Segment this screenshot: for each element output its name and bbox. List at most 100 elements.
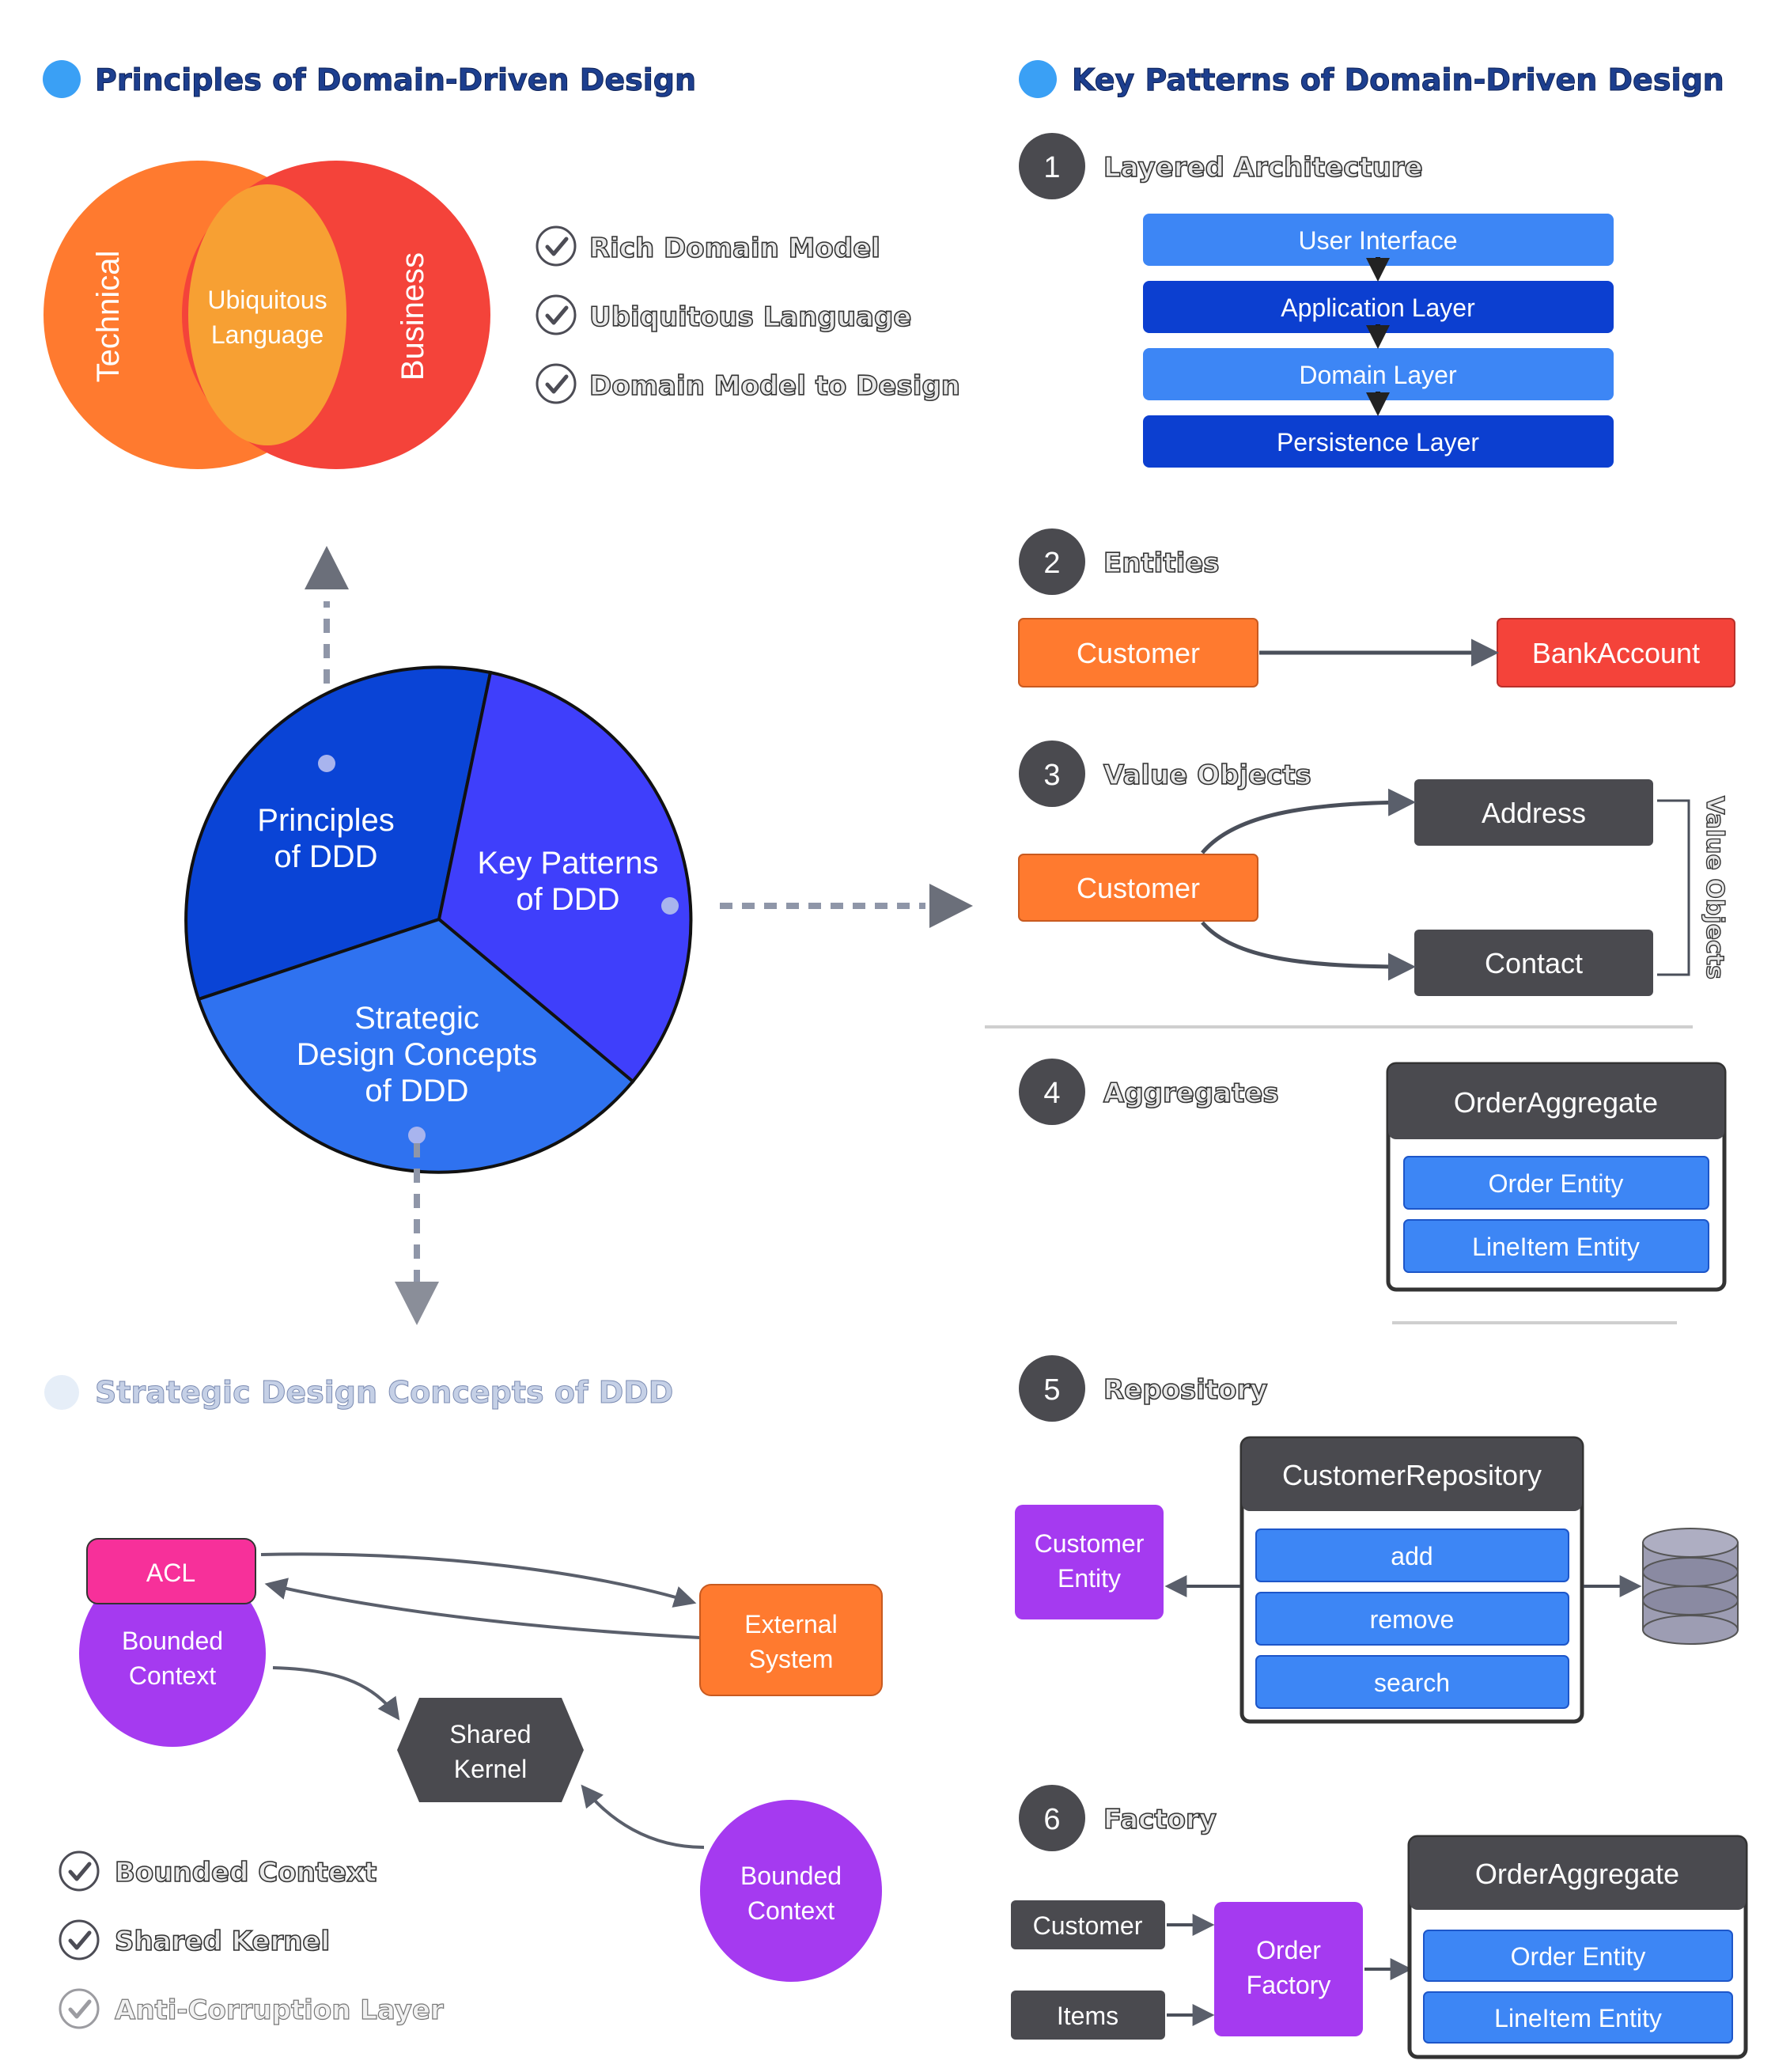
vo-contact-label: Contact [1485, 947, 1583, 979]
pattern-number-badge [1019, 1785, 1085, 1851]
repo-method [1255, 1655, 1569, 1709]
order-factory [1214, 1902, 1363, 2036]
check-icon [537, 365, 575, 403]
pattern-number-badge [1019, 1059, 1085, 1125]
repo-entity-label-2: Entity [1058, 1564, 1121, 1593]
vo-contact-arrow [1201, 921, 1416, 981]
repo-customer-entity [1015, 1505, 1164, 1619]
layer-user-interface [1143, 214, 1614, 266]
pie-label-strategic-2: Design Concepts [297, 1037, 538, 1072]
repo-method-label: add [1391, 1542, 1432, 1570]
aggregate-entity [1403, 1156, 1709, 1210]
factory-aggregate-entity-label: Order Entity [1511, 1942, 1646, 1971]
pattern-number: 4 [1043, 1077, 1060, 1110]
venn-technical-label: Technical [91, 251, 126, 383]
factory-input-label: Items [1057, 2002, 1118, 2030]
layer-label: Domain Layer [1299, 361, 1457, 389]
aggregate-root [1388, 1064, 1724, 1139]
factory-aggregate-root-label: OrderAggregate [1475, 1858, 1679, 1890]
pattern-label: Factory [1103, 1804, 1217, 1835]
acl-to-external-arrow [260, 1552, 697, 1608]
factory-input-items [1011, 1991, 1165, 2040]
repo-method [1255, 1592, 1569, 1646]
external-to-acl-arrow [264, 1578, 701, 1639]
strategic-item: Bounded Context [115, 1857, 377, 1888]
bc2-to-shared-arrow [581, 1784, 705, 1849]
database-icon [1642, 1528, 1739, 1645]
pie-label-patterns-1: Key Patterns [477, 846, 658, 881]
bc-to-shared-arrow [272, 1666, 400, 1721]
shared-kernel-node [397, 1698, 584, 1802]
vo-address-arrow [1201, 788, 1416, 854]
pattern-label: Value Objects [1103, 759, 1311, 791]
pattern-number-badge [1019, 528, 1085, 595]
layer-label: User Interface [1299, 226, 1458, 255]
check-icon [60, 1921, 98, 1959]
factory-aggregate-root [1410, 1837, 1746, 1910]
connector-dot [318, 755, 335, 772]
external-system-node [699, 1584, 883, 1696]
pattern-number: 1 [1043, 151, 1060, 184]
repo-header-label: CustomerRepository [1282, 1459, 1542, 1491]
pattern-label: Layered Architecture [1103, 152, 1423, 184]
section-bullet [43, 60, 81, 98]
vo-address-label: Address [1482, 797, 1586, 829]
check-icon [537, 296, 575, 334]
vo-customer-label: Customer [1077, 872, 1200, 904]
pie-slice-patterns [437, 670, 693, 1084]
pattern-label: Repository [1103, 1374, 1267, 1406]
factory-input-customer [1011, 1900, 1165, 1949]
entity-bankaccount-label: BankAccount [1532, 637, 1700, 669]
layer-application [1143, 281, 1614, 333]
principle-item: Domain Model to Design [589, 370, 960, 402]
entity-customer-label: Customer [1077, 637, 1200, 669]
pattern-number: 2 [1043, 547, 1060, 580]
pie-label-strategic-3: of DDD [365, 1074, 468, 1108]
layer-persistence [1143, 415, 1614, 468]
repo-entity-label-1: Customer [1035, 1529, 1145, 1558]
acl-label: ACL [146, 1559, 195, 1587]
pattern-label: Entities [1103, 547, 1220, 579]
layer-domain [1143, 348, 1614, 400]
arrow-right-icon [929, 884, 973, 928]
aggregate-entity [1403, 1219, 1709, 1273]
principle-item: Rich Domain Model [589, 233, 880, 264]
connector-dot [408, 1127, 426, 1144]
shared-label-1: Shared [449, 1720, 531, 1748]
external-label-1: External [744, 1610, 837, 1638]
repo-method-label: remove [1370, 1605, 1455, 1634]
order-factory-label-1: Order [1256, 1936, 1321, 1964]
bc1-label-1: Bounded [122, 1627, 223, 1655]
section-bullet [1019, 60, 1057, 98]
venn-business-label: Business [395, 252, 430, 381]
check-icon [537, 227, 575, 265]
shared-label-2: Kernel [454, 1755, 528, 1783]
venn-center-line1: Ubiquitous [207, 286, 327, 314]
bounded-context-node [79, 1560, 266, 1747]
factory-aggregate-entity-label: LineItem Entity [1494, 2004, 1662, 2032]
order-factory-label-2: Factory [1247, 1971, 1331, 1999]
pattern-number: 6 [1043, 1803, 1060, 1836]
pie-slice-strategic [196, 917, 635, 1174]
strategic-title: Strategic Design Concepts of DDD [95, 1375, 673, 1410]
strategic-item: Shared Kernel [115, 1926, 330, 1957]
check-icon [60, 1852, 98, 1890]
aggregate-entity-label: Order Entity [1489, 1169, 1624, 1198]
factory-input-label: Customer [1033, 1911, 1143, 1940]
pattern-number: 5 [1043, 1373, 1060, 1407]
venn-overlap [188, 184, 346, 445]
vo-contact [1414, 930, 1653, 996]
check-icon [60, 1990, 98, 2028]
layer-label: Persistence Layer [1277, 428, 1479, 456]
patterns-title: Key Patterns of Domain-Driven Design [1072, 63, 1724, 97]
principles-title: Principles of Domain-Driven Design [95, 63, 696, 97]
pie-label-patterns-2: of DDD [516, 882, 619, 917]
bc2-label-1: Bounded [740, 1862, 842, 1890]
connector-dot [661, 897, 679, 915]
pattern-number-badge [1019, 133, 1085, 199]
bc1-label-2: Context [129, 1661, 216, 1690]
bc2-label-2: Context [747, 1896, 835, 1925]
factory-aggregate-entity [1423, 1991, 1733, 2044]
pie-label-strategic-1: Strategic [354, 1001, 479, 1036]
pie-slice-principles [184, 665, 493, 1002]
